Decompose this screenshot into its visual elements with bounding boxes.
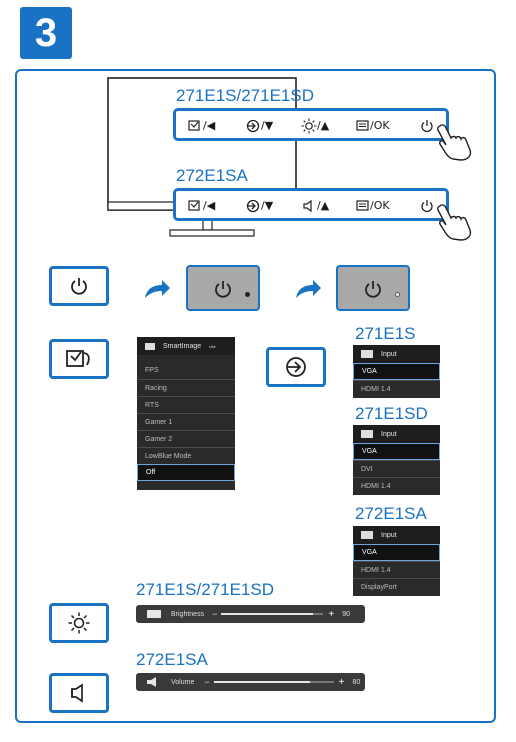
key-bar-271e1s: /◀ /▼ /▲ /OK xyxy=(173,108,449,141)
brightness-slider: Brightness − + 90 xyxy=(136,605,365,623)
brightness-icon xyxy=(68,612,90,634)
brightness-icon[interactable] xyxy=(301,118,317,134)
input-button[interactable] xyxy=(266,347,326,387)
input-icon xyxy=(286,357,306,377)
input-menu-header: Input xyxy=(353,526,440,544)
input-menu-header: Input xyxy=(353,425,440,443)
power-icon xyxy=(71,278,87,295)
power-icon xyxy=(365,281,381,298)
menu-key-label: /OK xyxy=(370,199,390,212)
input-menu-title: Input xyxy=(381,531,397,539)
volume-icon xyxy=(71,683,83,703)
model-label-272e1sa: 272E1SA xyxy=(176,166,248,185)
input-menu-title: Input xyxy=(381,430,397,438)
volume-icon[interactable] xyxy=(302,199,316,213)
menu-key-label: /OK xyxy=(370,119,390,132)
plus-icon[interactable]: + xyxy=(338,676,345,688)
input-menu-271e1s: Input VGA HDMI 1.4 xyxy=(353,345,440,398)
brightness-value: 90 xyxy=(342,610,350,618)
menu-item-gamer2[interactable]: Gamer 2 xyxy=(137,430,235,447)
power-led-on-panel xyxy=(336,265,410,311)
brightness-model-label: 271E1S/271E1SD xyxy=(136,580,274,599)
menu-item-racing[interactable]: Racing xyxy=(137,379,235,396)
smartimage-icon xyxy=(66,350,90,367)
volume-track[interactable] xyxy=(213,681,334,683)
input-option-hdmi[interactable]: HDMI 1.4 xyxy=(353,477,440,494)
menu-item-gamer1[interactable]: Gamer 1 xyxy=(137,413,235,430)
smartimage-icon[interactable] xyxy=(188,200,202,212)
brightness-track[interactable] xyxy=(221,613,324,615)
power-icon xyxy=(215,281,231,298)
input-menu-model-label: 271E1S xyxy=(355,324,416,343)
input-key-label: /▼ xyxy=(261,119,274,132)
smartimage-menu-title-sup: Lite xyxy=(209,343,216,349)
volume-model-label: 272E1SA xyxy=(136,650,208,669)
pointing-hand-icon xyxy=(436,124,472,161)
input-menu-model-label: 272E1SA xyxy=(355,504,427,523)
input-menu-271e1sd: Input VGA DVI HDMI 1.4 xyxy=(353,425,440,495)
input-icon[interactable] xyxy=(246,119,260,133)
plus-icon[interactable]: + xyxy=(328,608,335,620)
input-menu-model-label: 271E1SD xyxy=(355,404,428,423)
volume-value: 80 xyxy=(352,678,361,686)
input-option-dvi[interactable]: DVI xyxy=(353,460,440,477)
input-icon xyxy=(361,430,373,438)
step-number-badge: 3 xyxy=(20,7,72,59)
smartimage-icon[interactable] xyxy=(188,120,202,132)
volume-label: Volume xyxy=(171,678,195,686)
menu-item-off[interactable]: Off xyxy=(137,464,235,481)
menu-item-fps[interactable]: FPS xyxy=(145,367,159,374)
menu-icon[interactable] xyxy=(356,200,370,212)
input-menu-title: Input xyxy=(381,350,397,358)
smartimage-key-label: /◀ xyxy=(203,119,216,132)
smartimage-button[interactable] xyxy=(49,339,109,379)
input-icon xyxy=(361,350,373,358)
input-option-hdmi[interactable]: HDMI 1.4 xyxy=(353,561,440,578)
power-icon[interactable] xyxy=(420,199,434,213)
brightness-button[interactable] xyxy=(49,603,109,643)
input-icon xyxy=(361,531,373,539)
power-button[interactable] xyxy=(49,266,109,306)
model-label-271e1s-271e1sd: 271E1S/271E1SD xyxy=(176,86,314,105)
arrow-icon xyxy=(145,280,170,298)
menu-item-lowblue[interactable]: LowBlue Mode xyxy=(137,447,235,464)
led-indicator-on xyxy=(395,292,400,297)
input-option-vga[interactable]: VGA xyxy=(353,443,440,460)
input-option-vga[interactable]: VGA xyxy=(353,363,440,380)
volume-fill xyxy=(213,681,310,683)
minus-icon[interactable]: − xyxy=(212,609,218,619)
input-key-label: /▼ xyxy=(261,199,274,212)
volume-slider: Volume − + 80 xyxy=(136,673,365,691)
smartimage-menu-header: SmartImage Lite xyxy=(137,337,235,355)
brightness-key-label: /▲ xyxy=(317,119,330,132)
input-option-hdmi[interactable]: HDMI 1.4 xyxy=(353,380,440,397)
menu-icon[interactable] xyxy=(356,120,370,132)
speaker-icon xyxy=(147,677,156,687)
led-indicator-off xyxy=(245,292,250,297)
input-option-vga[interactable]: VGA xyxy=(353,544,440,561)
arrow-icon xyxy=(296,280,321,298)
input-menu-272e1sa: Input VGA HDMI 1.4 DisplayPort xyxy=(353,526,440,596)
instruction-panel xyxy=(15,69,496,723)
power-led-off-panel xyxy=(186,265,260,311)
brightness-fill xyxy=(221,613,314,615)
brightness-symbol-icon xyxy=(147,610,161,618)
minus-icon[interactable]: − xyxy=(204,677,210,687)
menu-item-rts[interactable]: RTS xyxy=(137,396,235,413)
key-bar-272e1sa: /◀ /▼ /▲ /OK xyxy=(173,188,449,221)
brightness-label: Brightness xyxy=(171,610,205,618)
smartimage-icon xyxy=(145,342,155,350)
pointing-hand-icon xyxy=(436,204,472,241)
smartimage-menu: SmartImage Lite FPS Racing RTS Gamer 1 Ga… xyxy=(137,337,235,490)
volume-button[interactable] xyxy=(49,673,109,713)
input-icon[interactable] xyxy=(246,199,260,213)
smartimage-menu-title: SmartImage xyxy=(163,342,202,350)
volume-key-label: /▲ xyxy=(317,199,330,212)
input-menu-header: Input xyxy=(353,345,440,363)
input-option-displayport[interactable]: DisplayPort xyxy=(353,578,440,595)
power-icon[interactable] xyxy=(420,119,434,133)
smartimage-key-label: /◀ xyxy=(203,199,216,212)
